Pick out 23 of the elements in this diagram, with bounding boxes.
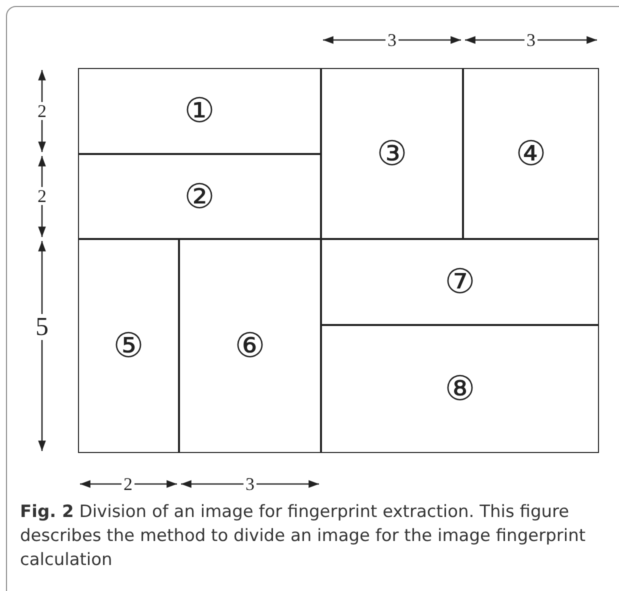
region-number: ⑦ (444, 265, 476, 299)
dimension-label: 2 (122, 475, 134, 493)
region-box (321, 239, 599, 325)
region-number: ② (184, 180, 215, 214)
region-box (179, 239, 321, 453)
dimension-label: 3 (386, 31, 398, 49)
region-number: ③ (376, 136, 408, 170)
region-box (321, 68, 463, 239)
region-box (78, 239, 179, 453)
dimension-label: 2 (36, 187, 48, 205)
region-number: ④ (516, 136, 546, 170)
region-box (78, 154, 321, 239)
region-number: ⑧ (444, 372, 476, 406)
region-box (463, 68, 599, 239)
region-box (78, 68, 321, 154)
region-box (321, 325, 599, 453)
dimension-label: 2 (36, 102, 48, 120)
dimension-label: 3 (524, 31, 538, 49)
region-number: ⑤ (113, 329, 144, 363)
region-number: ⑥ (234, 329, 266, 363)
figure-caption: Fig. 2 Division of an image for fingerprint extraction. This figure describes the method to divide an image for the image fingerprint calculation (20, 501, 587, 572)
region-number: ① (184, 94, 215, 128)
dimension-label: 3 (244, 475, 256, 493)
